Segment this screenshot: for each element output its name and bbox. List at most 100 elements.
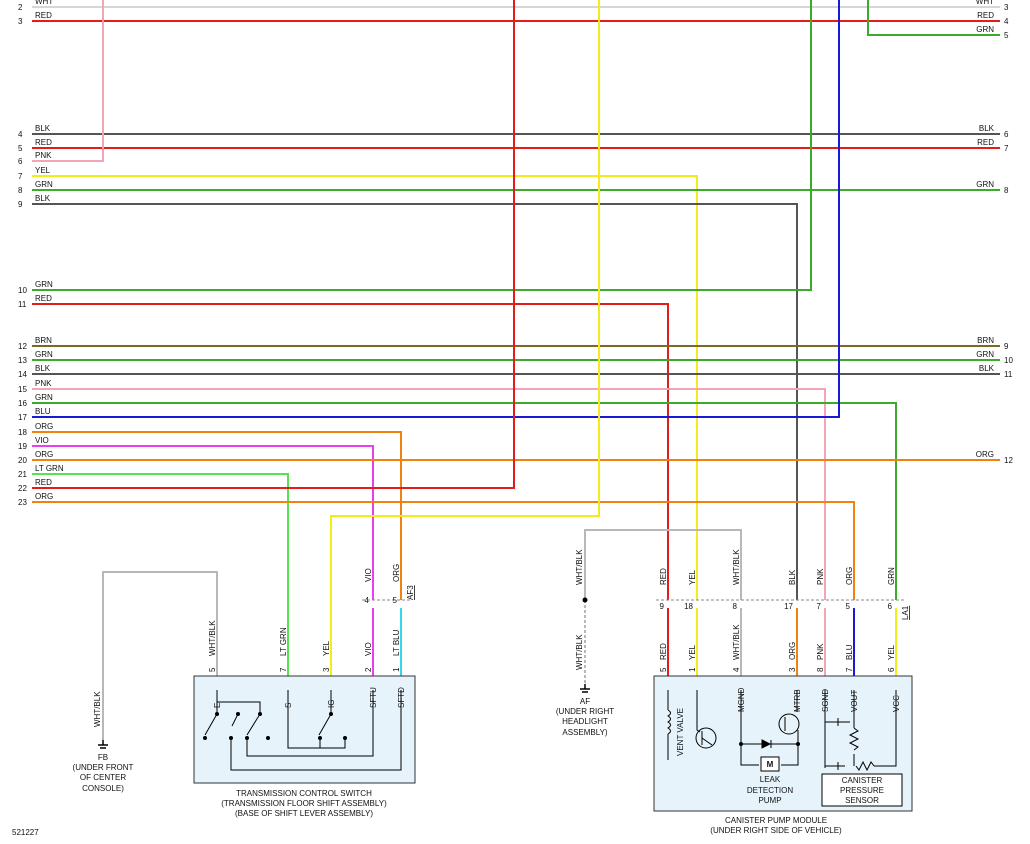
figure-id: 521227 xyxy=(12,828,39,837)
pump-pin-0: 5 xyxy=(659,667,668,672)
left-wire-label-16: ORG xyxy=(35,422,53,431)
right-wire-label-3: BLK xyxy=(979,124,995,133)
left-pin-20: 22 xyxy=(18,484,27,493)
right-pin-8: 11 xyxy=(1004,370,1013,379)
leak-pump-2: DETECTION xyxy=(747,786,793,795)
af3-connector-name: AF3 xyxy=(406,585,415,600)
pump-internals xyxy=(667,690,903,807)
right-wire-label-7: GRN xyxy=(976,350,994,359)
leak-pump-3: PUMP xyxy=(758,796,781,805)
left-pin-4: 6 xyxy=(18,157,23,166)
left-pin-1: 3 xyxy=(18,17,23,26)
left-wire-label-13: PNK xyxy=(35,379,52,388)
right-wire-label-2: GRN xyxy=(976,25,994,34)
tcs-pin-2: 3 xyxy=(322,667,331,672)
la1-upper-label-5: ORG xyxy=(845,567,854,585)
pump-wire-label-4: PNK xyxy=(816,643,825,660)
left-wire-label-3: RED xyxy=(35,138,52,147)
ground-symbol-fb xyxy=(98,740,108,749)
tcs-wire-label-3: VIO xyxy=(364,642,373,656)
pump-wire-label-2: WHT/BLK xyxy=(732,624,741,660)
right-pin-6: 9 xyxy=(1004,342,1009,351)
la1-upper-pin-0: 9 xyxy=(660,602,665,611)
right-wire-label-9: ORG xyxy=(976,450,994,459)
right-row-labels: 3WHT4RED5GRN6BLK7RED8GRN9BRN10GRN11BLK12… xyxy=(976,0,1014,465)
tcs-caption-1: TRANSMISSION CONTROL SWITCH xyxy=(236,789,372,798)
wire-pnk-row6 xyxy=(32,0,104,162)
motor-label: M xyxy=(767,760,774,769)
right-pin-1: 4 xyxy=(1004,17,1009,26)
left-wire-label-2: BLK xyxy=(35,124,51,133)
left-pin-17: 19 xyxy=(18,442,27,451)
wire-ltgrn-row21 xyxy=(32,473,289,676)
tcs-pin-1: 7 xyxy=(279,667,288,672)
right-pin-9: 12 xyxy=(1004,456,1013,465)
left-pin-13: 15 xyxy=(18,385,27,394)
af-desc-1: (UNDER RIGHT xyxy=(556,707,614,716)
pump-pin-6: 6 xyxy=(887,667,896,672)
pump-pin-4: 8 xyxy=(816,667,825,672)
la1-upper-label-0: RED xyxy=(659,568,668,585)
left-wire-label-9: RED xyxy=(35,294,52,303)
wire-whtblk-la1-upper xyxy=(584,529,742,600)
la1-upper-pin-3: 17 xyxy=(784,602,793,611)
pump-caption-1: CANISTER PUMP MODULE xyxy=(725,816,827,825)
fb-wire-label: WHT/BLK xyxy=(93,691,102,727)
left-pin-19: 21 xyxy=(18,470,27,479)
left-wire-label-0: WHT xyxy=(35,0,53,6)
af3-wire-label-1: VIO xyxy=(364,568,373,582)
right-pin-3: 6 xyxy=(1004,130,1009,139)
pump-wire-label-3: ORG xyxy=(788,642,797,660)
wire-blu-row17 xyxy=(32,0,840,418)
left-wire-label-5: YEL xyxy=(35,166,51,175)
left-wire-label-4: PNK xyxy=(35,151,52,160)
la1-upper-label-2: WHT/BLK xyxy=(732,549,741,585)
left-wire-label-6: GRN xyxy=(35,180,53,189)
left-pin-10: 12 xyxy=(18,342,27,351)
right-pin-4: 7 xyxy=(1004,144,1009,153)
right-pin-7: 10 xyxy=(1004,356,1013,365)
af3-wire-label-2: ORG xyxy=(392,564,401,582)
tcs-wire-label-1: LT GRN xyxy=(279,627,288,656)
la1-upper-pin-1: 18 xyxy=(684,602,693,611)
wire-red-row22 xyxy=(32,0,515,489)
fb-ground-name: FB xyxy=(98,753,108,762)
wire-vio-row19 xyxy=(32,445,374,600)
wire-grn-right5 xyxy=(867,0,1000,36)
pump-caption-2: (UNDER RIGHT SIDE OF VEHICLE) xyxy=(710,826,842,835)
af3-pin-upper-1: 4 xyxy=(365,596,370,605)
left-pin-12: 14 xyxy=(18,370,27,379)
left-wire-label-8: GRN xyxy=(35,280,53,289)
pump-pin-5: 7 xyxy=(845,667,854,672)
wire-pnk-row15 xyxy=(32,388,826,600)
af-desc-2: HEADLIGHT xyxy=(562,717,608,726)
left-pin-16: 18 xyxy=(18,428,27,437)
left-wire-label-10: BRN xyxy=(35,336,52,345)
wire-whtblk-fb xyxy=(102,571,218,740)
left-pin-11: 13 xyxy=(18,356,27,365)
tcs-wire-label-0: WHT/BLK xyxy=(208,620,217,656)
left-pin-14: 16 xyxy=(18,399,27,408)
la1-upper-label-1: YEL xyxy=(688,569,697,585)
left-pin-7: 9 xyxy=(18,200,23,209)
la1-upper-label-3: BLK xyxy=(788,569,797,585)
left-pin-15: 17 xyxy=(18,413,27,422)
pump-wire-label-6: YEL xyxy=(887,644,896,660)
wires xyxy=(32,0,1000,740)
left-pin-3: 5 xyxy=(18,144,23,153)
tcs-caption-2: (TRANSMISSION FLOOR SHIFT ASSEMBLY) xyxy=(221,799,387,808)
wire-grn-row16 xyxy=(32,402,897,600)
fb-desc-2: OF CENTER xyxy=(80,773,126,782)
left-wire-label-11: GRN xyxy=(35,350,53,359)
tcs-caption-3: (BASE OF SHIFT LEVER ASSEMBLY) xyxy=(235,809,373,818)
left-wire-label-17: VIO xyxy=(35,436,49,445)
left-row-labels: 2WHT3RED4BLK5RED6PNK7YEL8GRN9BLK10GRN11R… xyxy=(18,0,64,507)
la1-upper-label-6: GRN xyxy=(887,567,896,585)
left-pin-18: 20 xyxy=(18,456,27,465)
left-pin-9: 11 xyxy=(18,300,27,309)
right-wire-label-6: BRN xyxy=(977,336,994,345)
wire-yel-row7 xyxy=(32,175,698,600)
